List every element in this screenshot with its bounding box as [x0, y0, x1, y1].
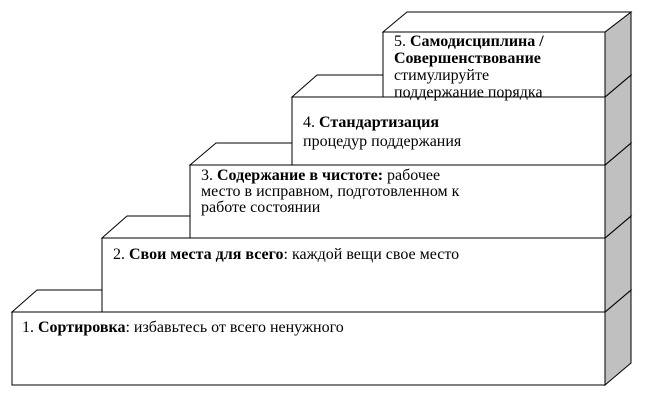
- step-1-description: избавьтесь от всего ненужного: [129, 319, 344, 336]
- step-3-description-line-1: рабочее: [387, 167, 441, 184]
- step-2-separator: :: [283, 246, 288, 263]
- step-5-block: [381, 10, 633, 99]
- step-3-description-line-3: работе состоянии: [201, 199, 321, 216]
- step-2-text: 2. Свои места для всего: каждой вещи сво…: [113, 246, 593, 263]
- step-3-description-line-2: место в исправном, подготовленном к: [201, 183, 460, 200]
- step-5-number: 5.: [394, 33, 406, 50]
- step-4-front: [291, 96, 606, 166]
- step-4-number: 4.: [303, 114, 315, 131]
- step-2-number: 2.: [113, 246, 125, 263]
- step-1-separator: :: [125, 319, 130, 336]
- step-2-description: каждой вещи свое место: [287, 246, 460, 263]
- step-1-number: 1.: [22, 319, 34, 336]
- step-3-title: Содержание в чистоте:: [217, 167, 384, 184]
- step-3-number: 3.: [201, 167, 213, 184]
- step-4-text: 4. Стандартизация процедур поддержания: [303, 113, 593, 151]
- step-5-title-line-2: Совершенствование: [394, 50, 541, 67]
- step-2-title: Свои места для всего: [129, 246, 284, 263]
- step-5-description-line-2: поддержание порядка: [394, 84, 543, 101]
- step-5-title: Самодисциплина /: [410, 33, 544, 50]
- step-1-text: 1. Сортировка: избавьтесь от всего ненуж…: [22, 319, 582, 336]
- step-4-title: Стандартизация: [319, 114, 439, 131]
- step-4-description: процедур поддержания: [303, 133, 462, 150]
- step-3-front: [189, 164, 606, 239]
- step-5-front: [382, 31, 606, 98]
- step-2-front: [101, 237, 606, 313]
- step-5-top: [381, 11, 633, 33]
- step-1-front: [11, 311, 606, 386]
- step-1-title: Сортировка: [38, 319, 126, 336]
- step-5-description-line-1: стимулируйте: [394, 67, 490, 84]
